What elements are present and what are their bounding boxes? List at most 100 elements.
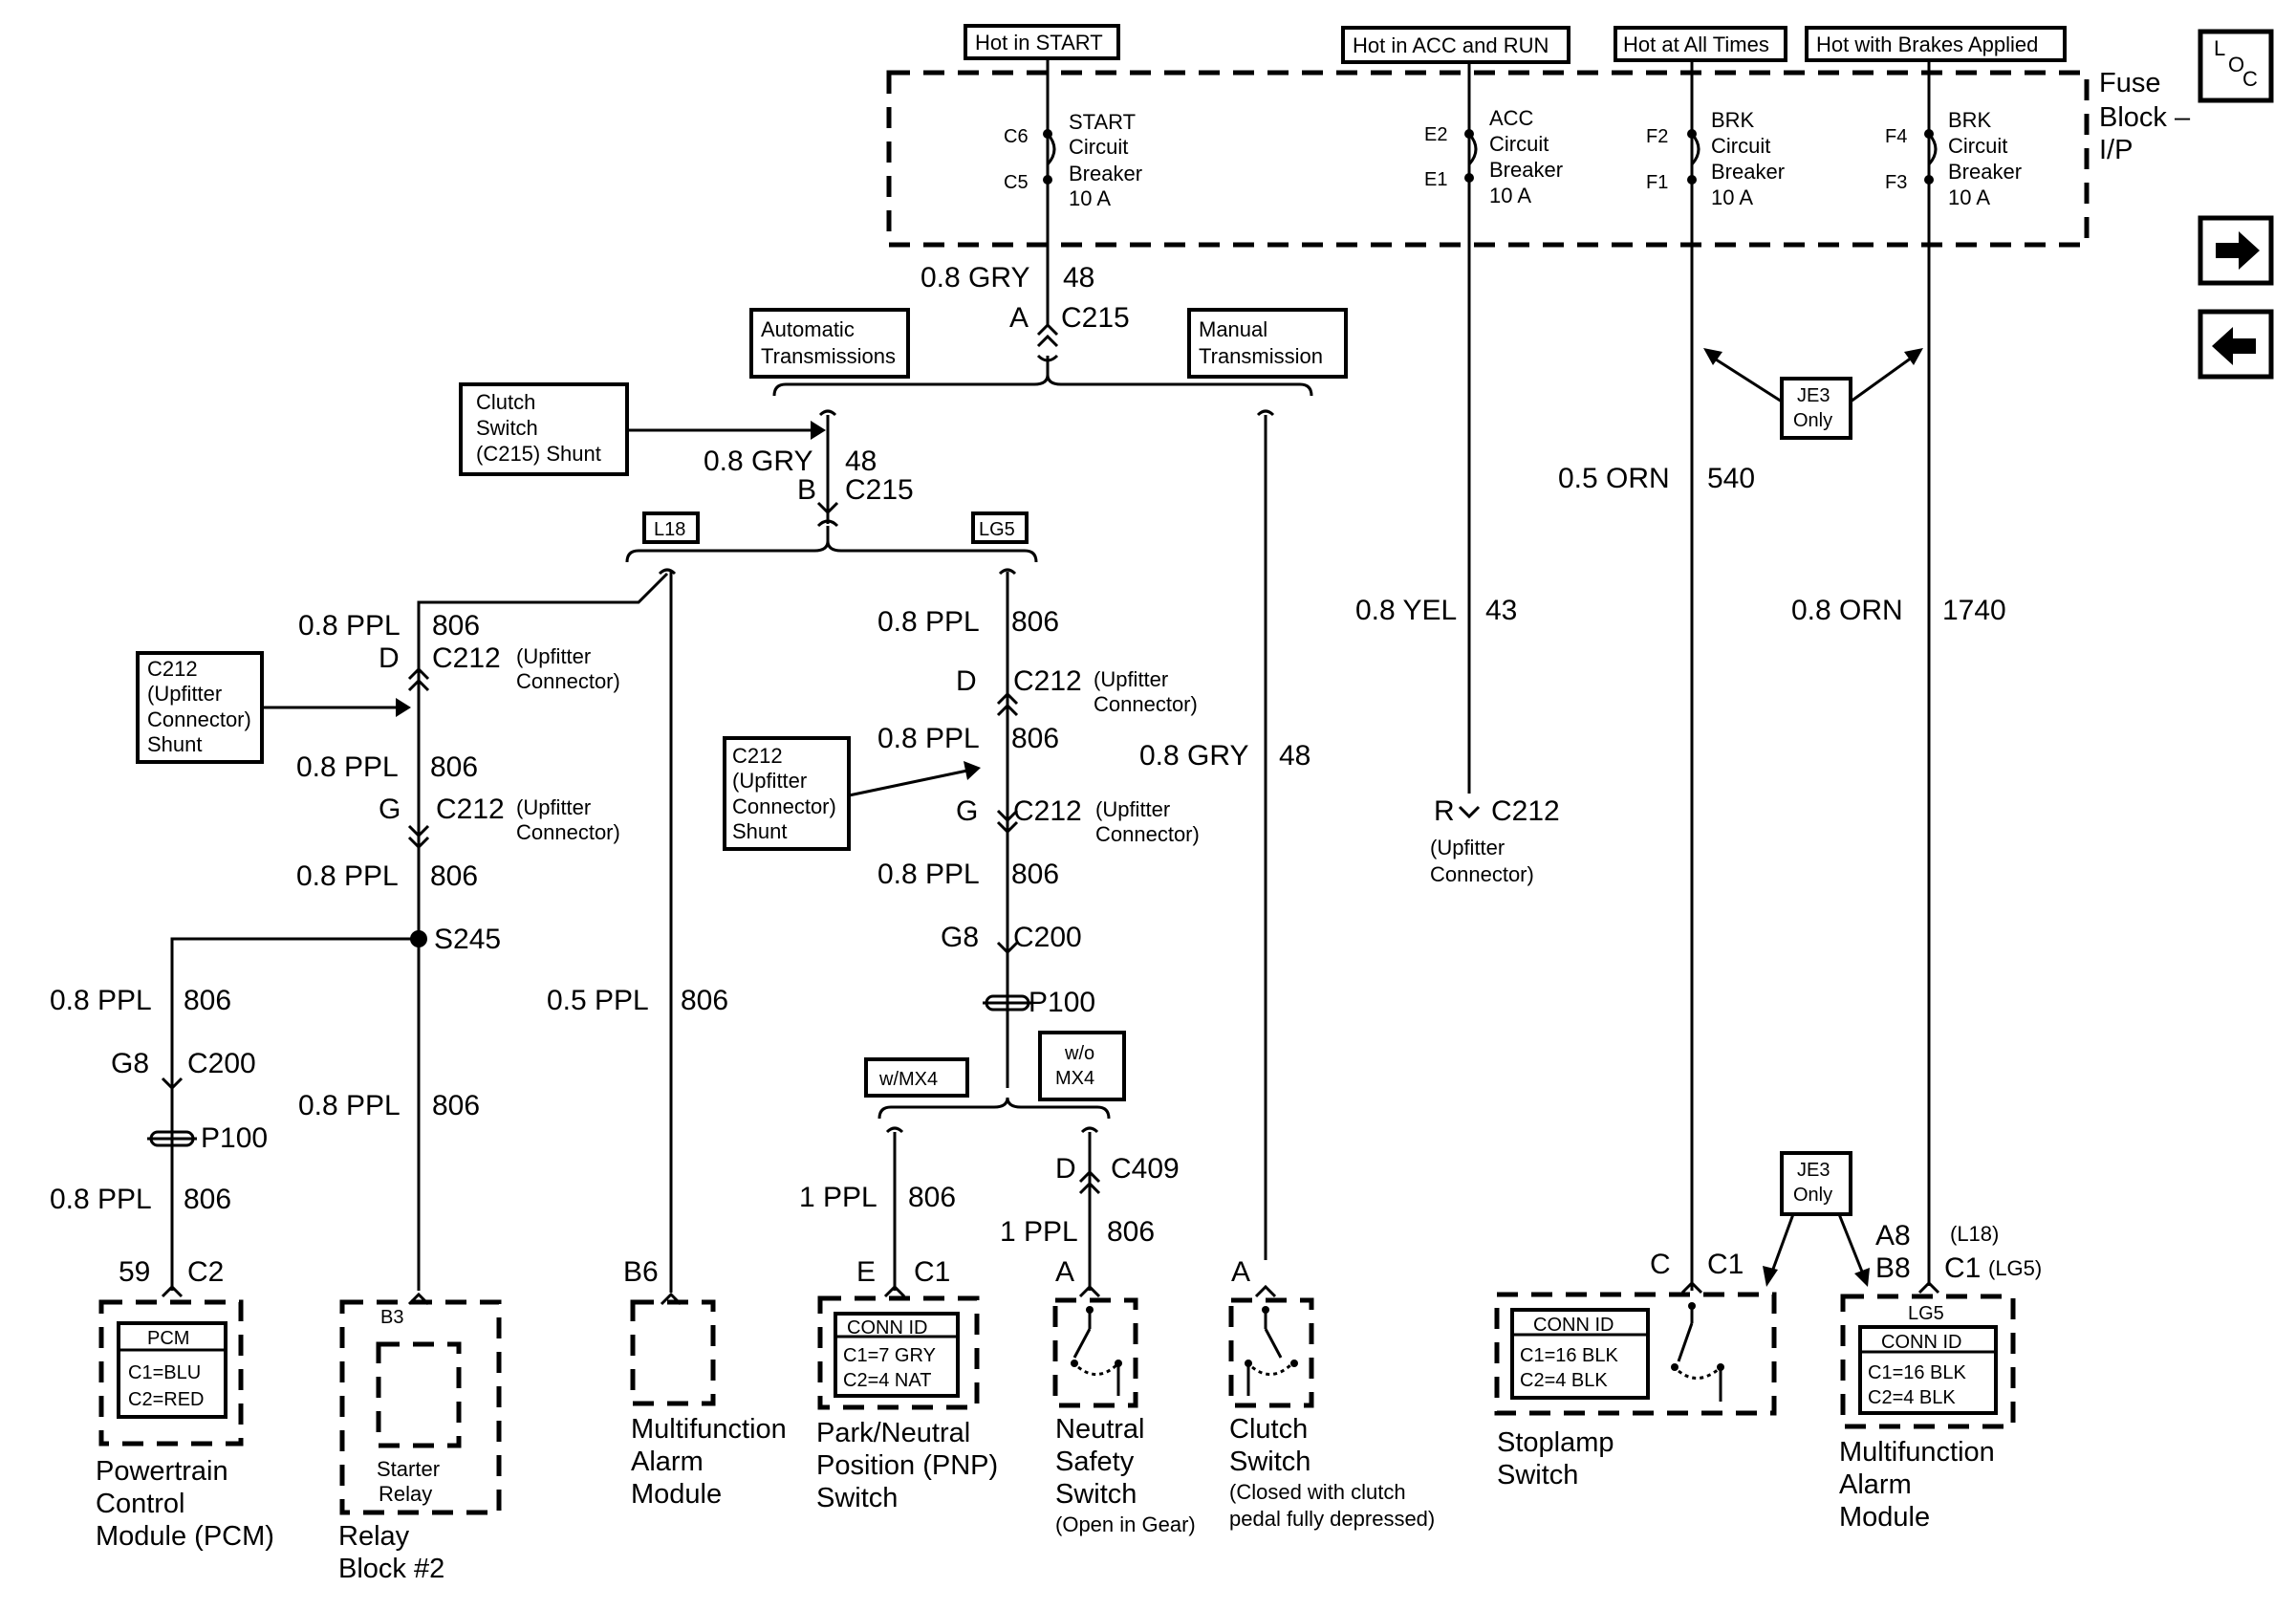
mfa-right-note-l18: (L18) — [1950, 1222, 1999, 1246]
connector-icon — [1078, 1169, 1101, 1195]
breaker-brk2-line-3: Breaker — [1948, 160, 2022, 184]
pcm-c1: C1=BLU — [128, 1362, 201, 1383]
wire-gry-label: 0.8 GRY — [921, 262, 1030, 294]
breaker-brk1-bottom-pin: F1 — [1646, 172, 1668, 193]
wire-ppl-label-4: 0.8 PPL — [50, 985, 152, 1016]
pcm-connector-c2: C2 — [187, 1256, 224, 1288]
breaker-brk1-line-3: Breaker — [1711, 160, 1785, 184]
pass-through-p100-icon — [983, 994, 1032, 1012]
loc-letter-c: C — [2242, 67, 2258, 91]
pcm-name-3: Module (PCM) — [96, 1521, 274, 1552]
c212-left-shunt-line-4: Shunt — [147, 732, 203, 756]
option-wmx4-label: w/MX4 — [878, 1069, 938, 1090]
option-manual-line-1: Manual — [1199, 317, 1267, 341]
connector-icon — [1680, 1280, 1703, 1295]
wire-806-label-2: 806 — [430, 751, 478, 783]
option-lg5-label: LG5 — [979, 519, 1015, 540]
wire-48-label: 48 — [1063, 262, 1094, 294]
wire-540-label: 540 — [1707, 463, 1755, 494]
starter-relay — [376, 1341, 462, 1448]
c215-label: C215 — [1061, 302, 1130, 334]
pnp-connector-c1: C1 — [914, 1256, 950, 1288]
connector-icon — [885, 1126, 904, 1134]
mfa-left-pin-b6: B6 — [623, 1256, 659, 1288]
wire-gry-manual-label: 0.8 GRY — [1139, 740, 1249, 772]
mfa-right-c1: C1=16 BLK — [1868, 1362, 1967, 1383]
connector-icon — [818, 409, 837, 417]
stoplamp-tag: CONN ID — [1533, 1315, 1614, 1336]
breaker-brk1-line-1: BRK — [1711, 108, 1755, 132]
clutch-pin-a: A — [1231, 1256, 1250, 1288]
connector-icon — [1036, 322, 1059, 375]
option-je3-top — [1780, 377, 1852, 440]
c212-right-label: C212 — [1491, 795, 1560, 827]
pnp-c1: C1=7 GRY — [843, 1345, 936, 1366]
arrow-head-icon — [396, 698, 411, 717]
stoplamp-c1: C1=16 BLK — [1520, 1345, 1619, 1366]
wire-806-label-8: 806 — [1011, 606, 1059, 638]
trans-option-bracket — [772, 374, 1313, 397]
breaker-brk1-top-pin: F2 — [1646, 126, 1668, 147]
wire-ppl-label-6: 0.8 PPL — [298, 1090, 401, 1121]
c215b-label: C215 — [845, 474, 914, 506]
c212-left-label-2: C212 — [436, 794, 505, 825]
wire-48-manual-label: 48 — [1279, 740, 1310, 772]
connector-icon — [816, 501, 839, 541]
pcm-conn-id-box — [117, 1321, 227, 1419]
relay-name-1: Relay — [338, 1521, 410, 1552]
wire-ppl-806-pcm — [170, 937, 419, 1291]
c212-left2-upfitter-2: Connector) — [516, 820, 620, 844]
wire-806-label-6: 806 — [432, 1090, 480, 1121]
wire-43-label: 43 — [1485, 595, 1517, 626]
breaker-brk1-line-2: Circuit — [1711, 134, 1770, 158]
loc-button[interactable]: L O C — [2198, 29, 2274, 103]
stoplamp-pin-c: C — [1650, 1249, 1671, 1280]
wire-gry-auto-label: 0.8 GRY — [704, 446, 813, 477]
breaker-start-bottom-pin: C5 — [1004, 172, 1029, 193]
supply-hot-start-label: Hot in START — [975, 31, 1103, 54]
breaker-acc-line-2: Circuit — [1489, 132, 1549, 156]
nss-name-1: Neutral — [1055, 1414, 1145, 1445]
mfa-right-connector-c1: C1 — [1944, 1252, 1981, 1284]
connector-icon — [996, 809, 1019, 835]
wire-ppl-label-2: 0.8 PPL — [296, 751, 399, 783]
breaker-brk2-line-1: BRK — [1948, 108, 1992, 132]
pnp-name-3: Switch — [816, 1483, 898, 1513]
stoplamp-c2: C2=4 BLK — [1520, 1370, 1608, 1391]
c212-mid-pin-d: D — [956, 665, 977, 697]
next-page-button[interactable] — [2198, 215, 2274, 286]
switch-contact-icon — [1671, 1302, 1724, 1402]
prev-page-button[interactable] — [2198, 309, 2274, 380]
c212-mid2-upfitter-1: (Upfitter — [1095, 797, 1170, 821]
c212-mid-label-2: C212 — [1013, 795, 1082, 827]
pnp-conn-id-box — [834, 1312, 960, 1398]
wire-ppl-label-10: 0.8 PPL — [877, 859, 980, 890]
c212-left-shunt-box — [136, 651, 264, 764]
breaker-brk2-line-4: 10 A — [1948, 185, 1990, 209]
supply-hot-all-times — [1614, 26, 1787, 62]
wire-806-label-7: 806 — [681, 985, 728, 1016]
wire-orn05-label: 0.5 ORN — [1558, 463, 1670, 494]
arrow-right-icon — [2216, 231, 2260, 270]
wire-1740-label: 1740 — [1942, 595, 2006, 626]
option-automatic-line-2: Transmissions — [761, 344, 896, 368]
pnp-name-1: Park/Neutral — [816, 1418, 970, 1448]
c212-left-shunt-line-1: C212 — [147, 657, 198, 681]
wire-orn-label: 0.8 ORN — [1791, 595, 1903, 626]
breaker-start-line-4: 10 A — [1069, 186, 1111, 210]
breaker-start-line-1: START — [1069, 110, 1136, 134]
engine-option-bracket — [625, 540, 1038, 563]
c212-right-pin-r: R — [1434, 795, 1455, 827]
loc-letter-l: L — [2214, 36, 2225, 60]
breaker-brk2-line-2: Circuit — [1948, 134, 2007, 158]
connector-icon — [1254, 1284, 1277, 1298]
pnp-c2: C2=4 NAT — [843, 1370, 931, 1391]
breaker-acc-line-1: ACC — [1489, 106, 1534, 130]
stoplamp-name-2: Switch — [1497, 1460, 1578, 1490]
p100-left-label: P100 — [201, 1122, 268, 1154]
connector-icon — [407, 666, 430, 692]
option-l18-label: L18 — [654, 519, 685, 540]
wire-806-label-11: 806 — [908, 1182, 956, 1213]
circuit-breaker-icon — [1043, 129, 1938, 185]
